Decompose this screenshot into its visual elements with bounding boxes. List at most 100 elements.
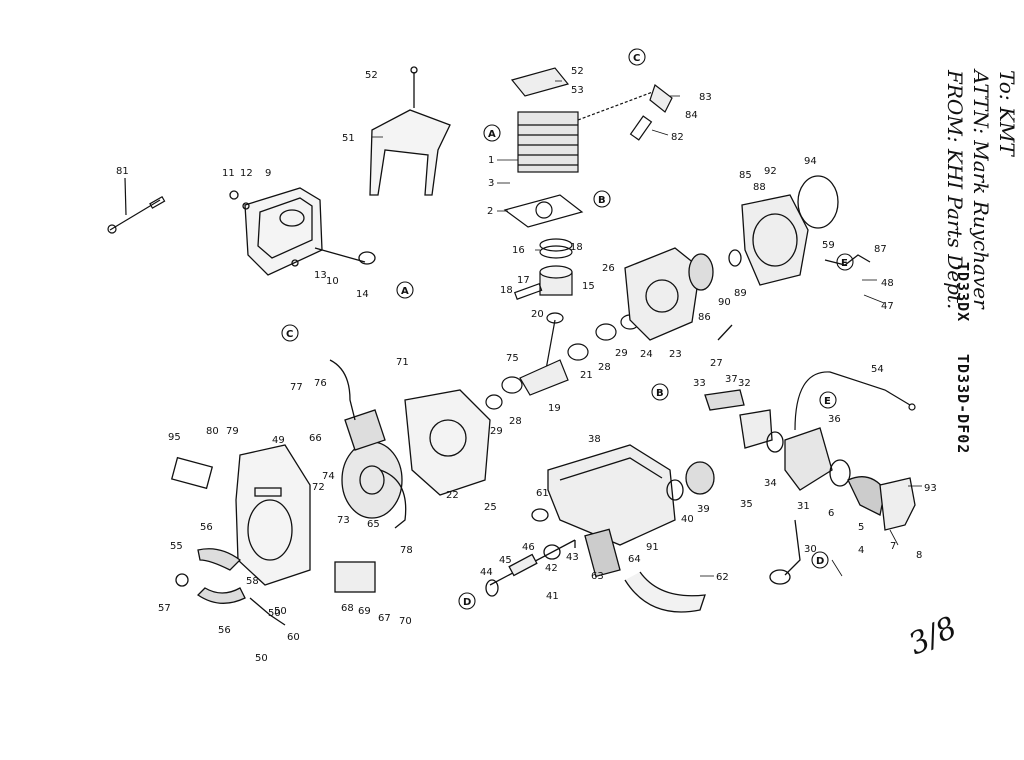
part-label: 41 xyxy=(546,591,559,602)
part-label: 65 xyxy=(367,519,380,530)
callout-e: E xyxy=(841,258,848,269)
part-label: 51 xyxy=(342,133,355,144)
piston-assembly xyxy=(513,238,573,376)
part-label: 30 xyxy=(804,544,817,555)
part-label: 93 xyxy=(924,483,937,494)
part-label: 49 xyxy=(272,435,285,446)
part-label: 55 xyxy=(170,541,183,552)
part-label: 32 xyxy=(738,378,751,389)
part-label: 4 xyxy=(858,545,864,556)
part-label: 79 xyxy=(226,426,239,437)
bracket xyxy=(369,66,451,196)
callout-markers xyxy=(281,48,854,610)
part-label: 43 xyxy=(566,552,579,563)
part-label: 17 xyxy=(517,275,530,286)
callout-d: D xyxy=(463,597,471,608)
part-label: 37 xyxy=(725,374,738,385)
part-label: 28 xyxy=(509,416,522,427)
part-label: 48 xyxy=(881,278,894,289)
part-label: 85 xyxy=(739,170,752,181)
part-label: 80 xyxy=(206,426,219,437)
part-label: 18 xyxy=(500,285,513,296)
part-label: 31 xyxy=(797,501,810,512)
part-label: 19 xyxy=(548,403,561,414)
part-label: 25 xyxy=(484,502,497,513)
part-label: 39 xyxy=(697,504,710,515)
leader-lines xyxy=(372,80,922,577)
part-label: 70 xyxy=(399,616,412,627)
part-label: 13 xyxy=(314,270,327,281)
flywheel xyxy=(329,359,407,529)
part-label: 82 xyxy=(671,132,684,143)
part-label: 54 xyxy=(871,364,884,375)
recoil-starter xyxy=(170,444,376,626)
part-label: 86 xyxy=(698,312,711,323)
part-label: 21 xyxy=(580,370,593,381)
part-label: 92 xyxy=(764,166,777,177)
part-label: 73 xyxy=(337,515,350,526)
part-label: 12 xyxy=(240,168,253,179)
carburetor xyxy=(704,389,916,585)
model-numbers: TD33DX TD33D-DF02 xyxy=(954,262,972,454)
part-label: 53 xyxy=(571,85,584,96)
muffler-cover xyxy=(229,187,376,276)
part-label: 68 xyxy=(341,603,354,614)
part-label: 29 xyxy=(490,426,503,437)
callout-b: B xyxy=(656,388,664,399)
part-label: 50 xyxy=(268,608,281,619)
part-label: 38 xyxy=(588,434,601,445)
note-line-to: To: KMT xyxy=(995,70,1019,157)
callout-c: C xyxy=(633,53,640,64)
note-line-attn: ATTN: Mark Ruychaver xyxy=(969,68,993,310)
part-label: 40 xyxy=(681,514,694,525)
page-mark-text: 3/8 xyxy=(904,610,963,662)
callout-a: A xyxy=(488,129,496,140)
clutch-housing xyxy=(404,389,491,496)
page-mark: 3/8 xyxy=(904,610,963,662)
part-label: 9 xyxy=(265,168,271,179)
part-label: 87 xyxy=(874,244,887,255)
model-number-primary: TD33DX xyxy=(954,262,972,322)
part-label: 72 xyxy=(312,482,325,493)
part-label: 77 xyxy=(290,382,303,393)
callout-b: B xyxy=(598,195,606,206)
part-label: 18 xyxy=(570,242,583,253)
part-label: 76 xyxy=(314,378,327,389)
part-label: 62 xyxy=(716,572,729,583)
part-81-wire xyxy=(107,177,166,234)
part-label: 59 xyxy=(822,240,835,251)
part-label: 16 xyxy=(512,245,525,256)
fan-housing xyxy=(688,175,871,291)
part-label: 24 xyxy=(640,349,653,360)
part-label: 20 xyxy=(531,309,544,320)
part-label: 50 xyxy=(255,653,268,664)
drive-shaft xyxy=(485,539,576,597)
part-label: 63 xyxy=(591,571,604,582)
part-label: 5 xyxy=(858,522,864,533)
part-label: 44 xyxy=(480,567,493,578)
part-label: 26 xyxy=(602,263,615,274)
part-label: 81 xyxy=(116,166,129,177)
part-label: 33 xyxy=(693,378,706,389)
callout-a: A xyxy=(401,286,409,297)
part-label: 7 xyxy=(890,541,896,552)
part-label: 88 xyxy=(753,182,766,193)
cylinder xyxy=(503,67,659,228)
part-label: 8 xyxy=(916,550,922,561)
part-label: 29 xyxy=(615,348,628,359)
callout-letter-texts: A A B B C C D D E E xyxy=(286,53,848,608)
part-label: 56 xyxy=(218,625,231,636)
crankcase xyxy=(624,247,733,341)
fuel-tank xyxy=(531,444,715,613)
part-label: 89 xyxy=(734,288,747,299)
part-label: 50 xyxy=(274,606,287,617)
part-label: 35 xyxy=(740,499,753,510)
model-number-secondary: TD33D-DF02 xyxy=(954,354,972,454)
part-label: 52 xyxy=(365,70,378,81)
part-label: 57 xyxy=(158,603,171,614)
callout-e: E xyxy=(824,396,831,407)
part-label: 69 xyxy=(358,606,371,617)
part-label: 46 xyxy=(522,542,535,553)
part-label: 74 xyxy=(322,471,335,482)
